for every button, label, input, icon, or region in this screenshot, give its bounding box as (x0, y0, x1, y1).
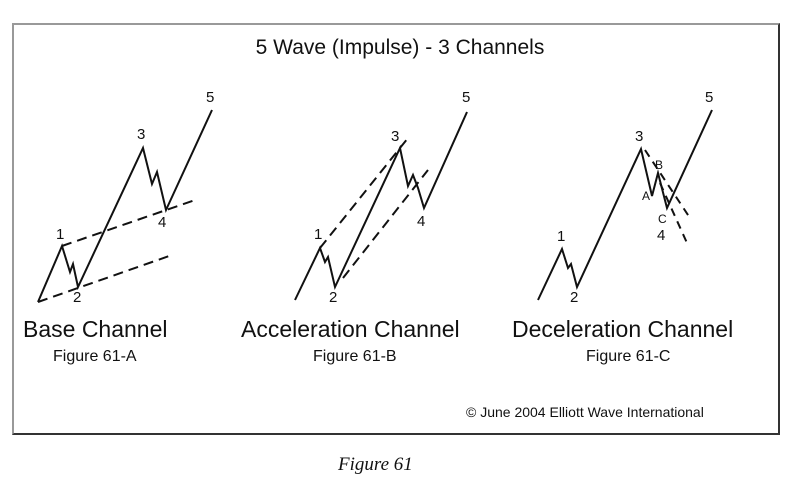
wave-label: 1 (314, 226, 323, 243)
panel-name-deceleration: Deceleration Channel (512, 316, 734, 342)
diagram-frame (12, 23, 780, 435)
wave-label: 5 (206, 89, 215, 106)
wave-label: 3 (391, 128, 400, 145)
channel-line-a-upper (61, 198, 199, 247)
wave-path-a (37, 109, 213, 303)
channel-line-b-upper (319, 137, 409, 249)
wave-label: 1 (56, 226, 65, 243)
wave-label: 3 (635, 128, 644, 145)
copyright: © June 2004 Elliott Wave International (466, 404, 704, 420)
panel-name-base: Base Channel (23, 316, 168, 342)
wave-label: 3 (137, 126, 146, 143)
wave-path-b (294, 111, 468, 301)
panel-figure-a: Figure 61-A (53, 348, 137, 365)
panel-figure-c: Figure 61-C (586, 348, 671, 365)
channel-line-c-lower (659, 182, 688, 244)
wave-label: 2 (570, 289, 579, 306)
wave-label: 5 (705, 89, 714, 106)
subwave-label: C (658, 212, 667, 226)
subwave-label: A (642, 189, 651, 203)
panel-name-acceleration: Acceleration Channel (241, 316, 460, 342)
diagram-title: 5 Wave (Impulse) - 3 Channels (255, 36, 545, 59)
wave-label: 1 (557, 228, 566, 245)
wave-label: 5 (462, 89, 471, 106)
channel-line-a-lower (37, 254, 173, 303)
figure-caption: Figure 61 (338, 454, 413, 475)
wave-label: 4 (158, 214, 167, 231)
wave-label: 4 (417, 213, 426, 230)
wave-label: 2 (329, 289, 338, 306)
channel-line-b-lower (342, 169, 429, 279)
wave-label: 2 (73, 289, 82, 306)
subwave-label: B (655, 158, 664, 172)
wave-label: 4 (657, 227, 666, 244)
wave-path-c (537, 109, 713, 301)
panel-figure-b: Figure 61-B (313, 348, 397, 365)
